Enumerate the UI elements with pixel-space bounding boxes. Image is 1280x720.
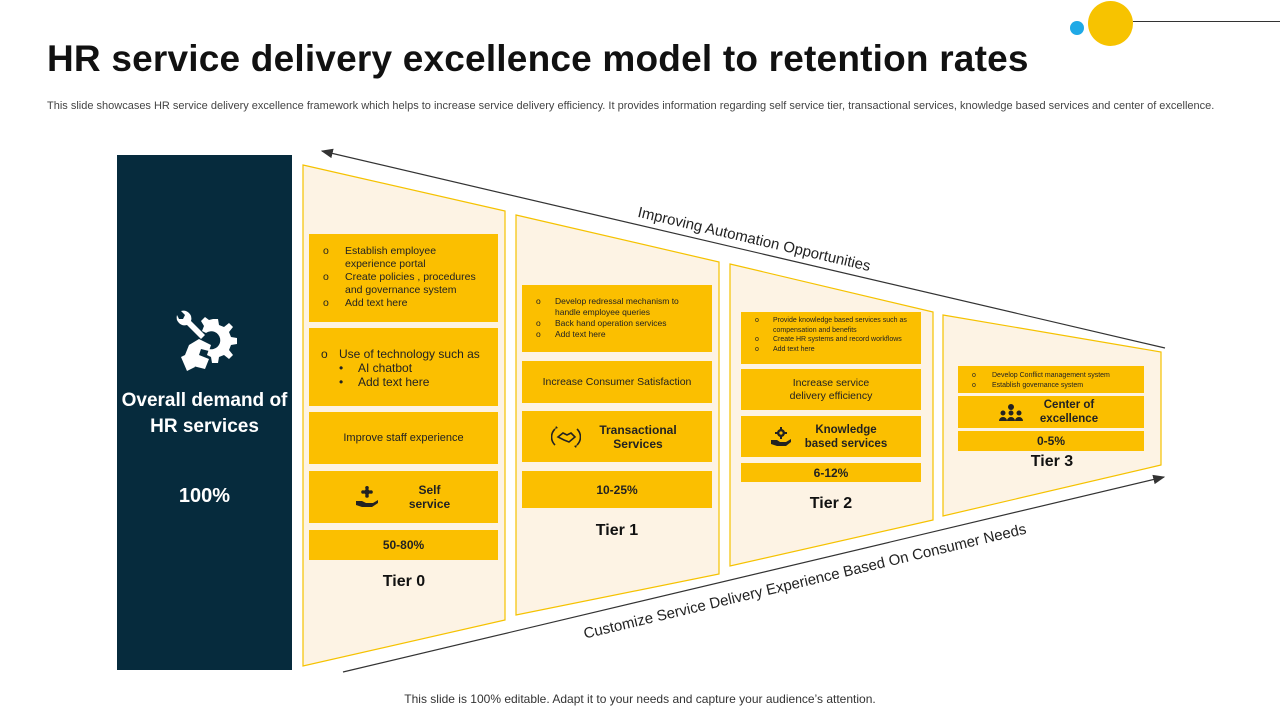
- bullet-item: Develop redressal mechanism to handle em…: [536, 296, 702, 318]
- bullet-item: Add text here: [755, 345, 913, 355]
- bullet-item: Add text here: [536, 329, 702, 340]
- tier-0-range-box: 50-80%: [309, 530, 498, 560]
- hand-flower-icon: [355, 486, 379, 508]
- bullet-item: Back hand operation services: [536, 318, 702, 329]
- team-icon: [998, 403, 1024, 421]
- overall-demand-panel: Overall demand of HR services 100%: [117, 155, 292, 670]
- tier-3-range-box: 0-5%: [958, 431, 1144, 451]
- tier-1-bullets-box: Develop redressal mechanism to handle em…: [522, 285, 712, 352]
- footer-note: This slide is 100% editable. Adapt it to…: [404, 692, 876, 706]
- decorative-yellow-circle: [1088, 1, 1133, 46]
- tier-1-service-label: Transactional Services: [599, 422, 677, 451]
- tier-0-benefit-box: Improve staff experience: [309, 412, 498, 464]
- bullet-item: Establish employee experience portal: [323, 245, 488, 271]
- hand-gear-icon: [770, 426, 792, 447]
- tier-0-bullets-box: Establish employee experience portal Cre…: [309, 234, 498, 322]
- decorative-line: [1133, 21, 1280, 22]
- tier-2-benefit-label: Increase service delivery efficiency: [789, 376, 873, 402]
- tier-0-service-label: Self service: [408, 483, 451, 511]
- bottom-arrow: [342, 474, 1166, 673]
- tier-0-label: Tier 0: [382, 573, 426, 590]
- tier-3-bullets-box: Develop Conflict management system Estab…: [958, 366, 1144, 393]
- tier-3-service-box: Center of excellence: [958, 396, 1144, 428]
- tier-0-service-box: Self service: [309, 471, 498, 523]
- tier-2-trapezoid: [729, 263, 934, 567]
- tier-1-benefit-box: Increase Consumer Satisfaction: [522, 361, 712, 403]
- tier-1-label: Tier 1: [595, 522, 639, 539]
- bullet-item: Create policies , procedures and governa…: [323, 271, 488, 297]
- bullet-item: Establish governance system: [972, 381, 1136, 391]
- gear-wrench-hand-icon: [176, 310, 237, 371]
- tier-1-range-box: 10-25%: [522, 471, 712, 508]
- tier-2-service-label: Knowledge based services: [804, 423, 888, 450]
- tier-3-service-label: Center of excellence: [1039, 399, 1099, 425]
- tier-1-service-box: Transactional Services: [522, 411, 712, 462]
- overall-demand-percent: 100%: [178, 485, 231, 507]
- tier-2-range-box: 6-12%: [741, 463, 921, 482]
- bullet-item: Add text here: [323, 297, 488, 310]
- handshake-icon: [551, 425, 581, 448]
- bullet-item: Provide knowledge based services such as…: [755, 316, 913, 335]
- decorative-blue-dot: [1070, 21, 1084, 35]
- overall-demand-label: Overall demand of HR services: [121, 390, 288, 437]
- tier-0-technology-box: Use of technology such as AI chatbot Add…: [309, 328, 498, 406]
- sub-bullet-item: AI chatbot: [339, 361, 488, 375]
- page-title: HR service delivery excellence model to …: [47, 38, 1029, 79]
- tier-2-benefit-box: Increase service delivery efficiency: [741, 369, 921, 410]
- tier-2-bullets-box: Provide knowledge based services such as…: [741, 312, 921, 364]
- bullet-item: Develop Conflict management system: [972, 371, 1136, 381]
- top-arrow: [320, 148, 1166, 349]
- bullet-item: Use of technology such as: [321, 347, 488, 361]
- tier-3-label: Tier 3: [1030, 453, 1074, 470]
- page-subtitle: This slide showcases HR service delivery…: [47, 100, 1215, 112]
- tier-2-service-box: Knowledge based services: [741, 416, 921, 457]
- sub-bullet-item: Add text here: [339, 375, 488, 389]
- bullet-item: Create HR systems and record workflows: [755, 335, 913, 345]
- tier-2-label: Tier 2: [809, 495, 853, 512]
